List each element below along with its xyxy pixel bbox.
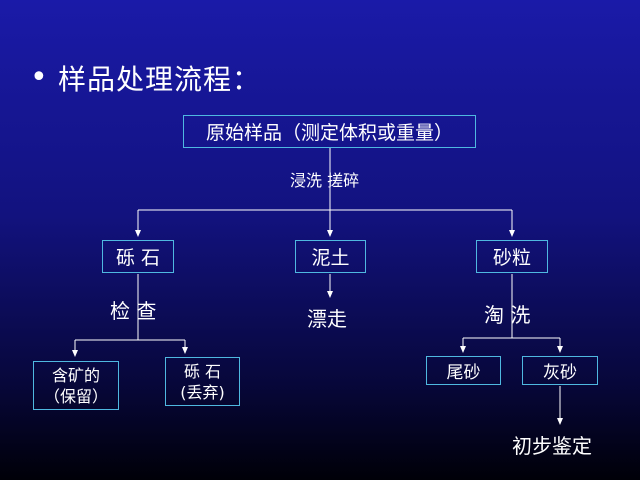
- node-ore-bearing: 含矿的 （保留）: [33, 361, 119, 410]
- node-mud: 泥土: [295, 240, 366, 273]
- node-ash-sand: 灰砂: [522, 356, 598, 385]
- bullet-icon: •: [30, 60, 48, 95]
- page-title: 样品处理流程：: [58, 63, 262, 96]
- node-sand: 砂粒: [476, 240, 548, 273]
- label-soak-rub: 浸洗 搓碎: [290, 171, 360, 190]
- node-gravel-discard: 砾 石 (丢弃): [165, 357, 240, 406]
- node-tail-sand: 尾砂: [426, 356, 501, 385]
- node-gravel: 砾 石: [102, 240, 174, 273]
- label-preliminary-identification: 初步鉴定: [512, 434, 592, 458]
- label-pan-wash: 淘 洗: [484, 303, 531, 327]
- label-drift-away: 漂走: [307, 307, 347, 331]
- node-raw-sample: 原始样品（测定体积或重量）: [183, 115, 476, 148]
- label-inspect: 检 查: [110, 299, 157, 323]
